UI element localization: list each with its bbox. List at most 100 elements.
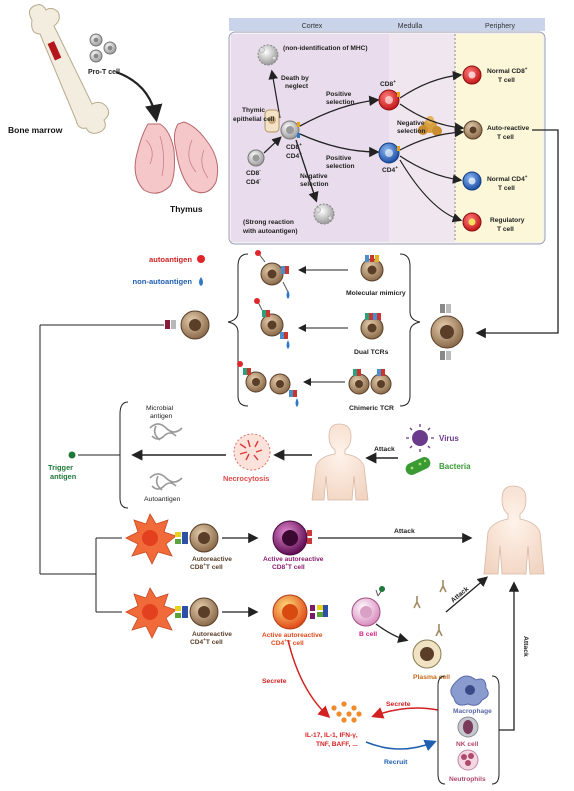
positive-selection-label-2: selection bbox=[326, 99, 355, 106]
positive-selection-cd4-label-2: selection bbox=[326, 163, 355, 170]
nk-cell-icon bbox=[457, 716, 479, 738]
cd8-label: CD8+ bbox=[286, 142, 302, 151]
neutrophils-label: Neutrophils bbox=[449, 776, 486, 783]
medulla-header: Medulla bbox=[398, 23, 423, 30]
regulatory-label-1: Regulatory bbox=[490, 217, 525, 224]
auto-reactive-label-2: T cell bbox=[497, 134, 514, 141]
chimeric-right-cells bbox=[348, 369, 392, 395]
bone-illustration bbox=[28, 4, 110, 134]
human-figure-right bbox=[483, 485, 545, 575]
cd8-single-positive-cell bbox=[378, 89, 400, 111]
autoreactive-cd8-label-2: CD8+T cell bbox=[190, 562, 223, 571]
death-by-neglect-label-2: neglect bbox=[285, 83, 309, 90]
dual-tcrs-label: Dual TCRs bbox=[354, 349, 389, 356]
active-autoreactive-cd4-t-cell bbox=[272, 594, 308, 630]
cytokines-label-2: TNF, BAFF, ... bbox=[316, 741, 358, 748]
pro-t-cells bbox=[89, 33, 117, 63]
microbial-label-2: antigen bbox=[150, 413, 173, 420]
bacteria-label: Bacteria bbox=[439, 462, 471, 471]
mhc-tcr-complex-bottom bbox=[175, 606, 188, 618]
active-cd4-label-1: Active autoreactive bbox=[262, 632, 323, 639]
bacteria-icon bbox=[405, 457, 431, 475]
positive-selection-label-1: Positive bbox=[326, 91, 352, 98]
medulla-apc-cluster bbox=[418, 116, 442, 136]
positive-selection-cd8-arrow bbox=[299, 95, 380, 127]
medulla-negative-selection-2: selection bbox=[397, 128, 426, 135]
cytokines-label-1: IL-17, IL-1, IFN-γ, bbox=[305, 732, 358, 739]
cd4-plus-label: CD4+ bbox=[382, 165, 398, 174]
secrete-arrow-right bbox=[371, 707, 439, 719]
negative-selection-arrow bbox=[295, 139, 319, 203]
molecular-mimicry-label: Molecular mimicry bbox=[346, 290, 406, 297]
to-normal-cd4-arrow bbox=[399, 155, 463, 184]
normal-cd8-t-cell bbox=[462, 65, 482, 85]
cytokine-dots bbox=[331, 701, 362, 723]
mhc-tcr-complex-top bbox=[175, 532, 188, 544]
macrophage-label: Macrophage bbox=[453, 708, 492, 715]
chimeric-left-cells bbox=[237, 361, 299, 407]
cd8-plus-label: CD8+ bbox=[380, 79, 396, 88]
non-autoantigen-legend-icon bbox=[199, 277, 203, 286]
innate-attack-label: Attack bbox=[522, 636, 529, 657]
antibodies-icon bbox=[413, 580, 447, 637]
b-to-plasma-arrow bbox=[375, 623, 409, 643]
autoreactive-cd8-label-1: Autoreactive bbox=[192, 556, 232, 563]
pro-t-cell-label: Pro-T cell bbox=[88, 69, 120, 76]
auto-reactive-label-1: Auto-reactive bbox=[487, 125, 529, 132]
neutrophil-icon bbox=[457, 749, 479, 771]
thymus-organ bbox=[134, 121, 219, 194]
dead-cell-negative-selection bbox=[313, 203, 335, 225]
death-by-neglect-label-1: Death by bbox=[281, 75, 309, 82]
mimicry-left-cell bbox=[255, 250, 290, 299]
auto-reactive-t-cell bbox=[463, 120, 483, 140]
autoreactive-t-cell-left bbox=[165, 310, 210, 340]
autoreactive-cd4-t-cell bbox=[189, 597, 219, 627]
periphery-header-label: Periphery bbox=[485, 23, 515, 30]
virus-icon bbox=[406, 424, 434, 452]
antibody-attack-label: Attack bbox=[450, 586, 471, 605]
bone-marrow-label: Bone marrow bbox=[8, 125, 63, 135]
medulla-region bbox=[389, 34, 455, 242]
autoreactive-to-periphery-connector bbox=[475, 129, 559, 339]
cd4-negative-label: CD4- bbox=[246, 177, 261, 186]
chimeric-tcr-label: Chimeric TCR bbox=[349, 405, 394, 412]
human-figure-middle bbox=[311, 423, 369, 501]
mechanisms-right-bracket bbox=[399, 253, 421, 407]
antibody-attack-arrow bbox=[445, 576, 488, 613]
recruit-label: Recruit bbox=[384, 759, 408, 766]
autoantigen-label: Autoantigen bbox=[144, 496, 181, 503]
dendritic-cell-top bbox=[125, 513, 177, 565]
positive-selection-cd4-label-1: Positive bbox=[326, 155, 352, 162]
neglect-arrow bbox=[268, 69, 281, 119]
autoantigen-legend-icon bbox=[197, 255, 205, 263]
active-cd8-label-2: CD8+T cell bbox=[272, 562, 305, 571]
double-negative-thymocyte bbox=[247, 149, 265, 167]
thymic-label-1: Thymic bbox=[242, 107, 265, 114]
marrow-to-thymus-arrow bbox=[115, 70, 163, 123]
negative-selection-label-2: selection bbox=[300, 181, 329, 188]
virus-label: Virus bbox=[439, 434, 459, 443]
autoantigen-protein-icon bbox=[149, 473, 183, 491]
normal-cd8-label-1: Normal CD8+ bbox=[487, 66, 528, 75]
necrocytosis-label: Necrocytosis bbox=[223, 474, 269, 483]
macrophage-icon bbox=[450, 675, 489, 706]
peripheral-autoreactive-t-cell bbox=[430, 304, 464, 360]
normal-cd4-t-cell bbox=[462, 171, 482, 191]
dn-to-dp-arrow bbox=[263, 136, 282, 154]
trigger-label-1: Trigger bbox=[48, 463, 73, 472]
necrocytosis-icon bbox=[233, 433, 271, 471]
non-autoantigen-legend-label: non-autoantigen bbox=[133, 277, 193, 286]
cd4-single-positive-cell bbox=[378, 142, 400, 164]
mechanisms-left-bracket bbox=[227, 253, 249, 407]
strong-reaction-label-1: (Strong reaction bbox=[243, 219, 294, 226]
plasma-cell-label: Plasma cell bbox=[413, 674, 450, 681]
recruit-arrow bbox=[365, 739, 437, 751]
dead-cell-neglect bbox=[257, 44, 279, 66]
b-cell bbox=[351, 586, 385, 627]
microbial-label-1: Microbial bbox=[146, 405, 174, 412]
trigger-antigen-icon bbox=[68, 451, 76, 459]
cd8-attack-label: Attack bbox=[394, 528, 415, 535]
secrete-label-left: Secrete bbox=[262, 678, 287, 685]
normal-cd4-label-2: T cell bbox=[498, 185, 515, 192]
